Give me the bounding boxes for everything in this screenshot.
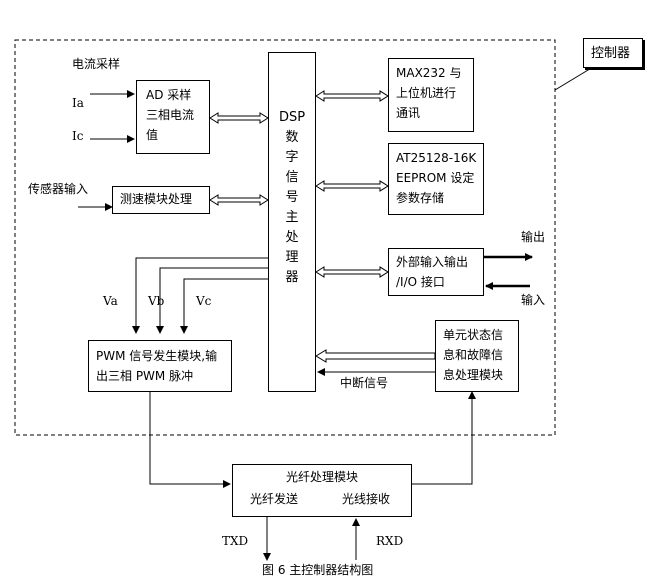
eeprom-block [388,143,484,215]
dsp-char: 数 [285,130,299,145]
unit-line-2: 息和故障信 [443,348,504,362]
fiber-block [232,464,412,517]
pwm-fiber-line [149,392,231,488]
controller-callout [583,38,643,68]
vb-label: Vb [148,294,165,308]
fiber-unit-line [412,391,476,485]
pwm-line-2: 出三相 PWM 脉冲 [96,369,194,383]
va-label: Va [103,294,118,308]
eeprom-line-3: 参数存储 [396,191,445,205]
txd-label: TXD [222,534,249,548]
ad-line-3: 值 [146,128,159,142]
max232-line-1: MAX232 与 [396,66,462,80]
dsp-label: DSP 数 字 信 号 主 处 理 器 [270,108,314,288]
speed-dsp-double-arrow [209,194,269,206]
speed-block-label: 测速模块处理 [120,192,193,206]
io-line-1: 外部输入输出 [396,255,469,269]
dsp-char: 器 [285,270,299,285]
controller-label: 控制器 [591,46,631,61]
fiber-title: 光纤处理模块 [286,470,359,484]
speed-block [112,186,210,214]
io-block [388,248,484,296]
rxd-label: RXD [376,534,404,548]
pwm-line-1: PWM 信号发生模块,输 [96,349,218,363]
interrupt-label: 中断信号 [340,376,389,390]
ad-line-2: 三相电流 [146,108,195,122]
fiber-send: 光纤发送 [250,492,299,506]
dsp-max232-double-arrow [315,90,389,102]
unit-dsp-hollow-arrow [315,349,436,363]
dsp-char: 号 [285,190,299,205]
pwm-block [88,340,232,392]
vc-line [180,278,268,334]
max232-line-2: 上位机进行 [396,86,457,100]
dsp-char: 处 [285,230,299,245]
ic-label: Ic [72,129,84,143]
vc-label: Vc [196,294,212,308]
dsp-char: 理 [285,250,299,265]
controller-boundary [14,39,556,436]
eeprom-line-2: EEPROM 设定 [396,171,475,185]
sensor-input-label: 传感器输入 [28,182,89,196]
current-sampling-label: 电流采样 [72,57,121,71]
output-label: 输出 [521,230,546,244]
va-line [132,257,268,334]
input-label: 输入 [521,293,546,307]
max232-line-3: 通讯 [396,106,421,120]
eeprom-line-1: AT25128-16K [396,151,477,165]
dsp-eeprom-double-arrow [315,180,389,192]
dsp-char: DSP [278,110,306,125]
controller-callout-line [554,63,599,91]
ad-sampling-block [136,80,210,154]
unit-line-3: 息处理模块 [443,368,504,382]
dsp-char: 主 [285,210,299,225]
unit-status-block [435,320,519,392]
dsp-io-double-arrow [315,266,389,278]
ad-line-1: AD 采样 [146,88,192,102]
max232-block [388,58,474,132]
fiber-recv: 光线接收 [342,492,391,506]
ad-dsp-double-arrow [209,112,269,124]
io-line-2: /I/O 接口 [396,275,445,289]
ia-label: Ia [72,96,84,110]
unit-line-1: 单元状态信 [443,328,504,342]
dsp-char: 信 [285,170,299,185]
dsp-block [268,52,316,392]
vb-line [156,267,268,334]
figure-caption: 图 6 主控制器结构图 [262,563,374,577]
dsp-char: 字 [285,150,299,165]
